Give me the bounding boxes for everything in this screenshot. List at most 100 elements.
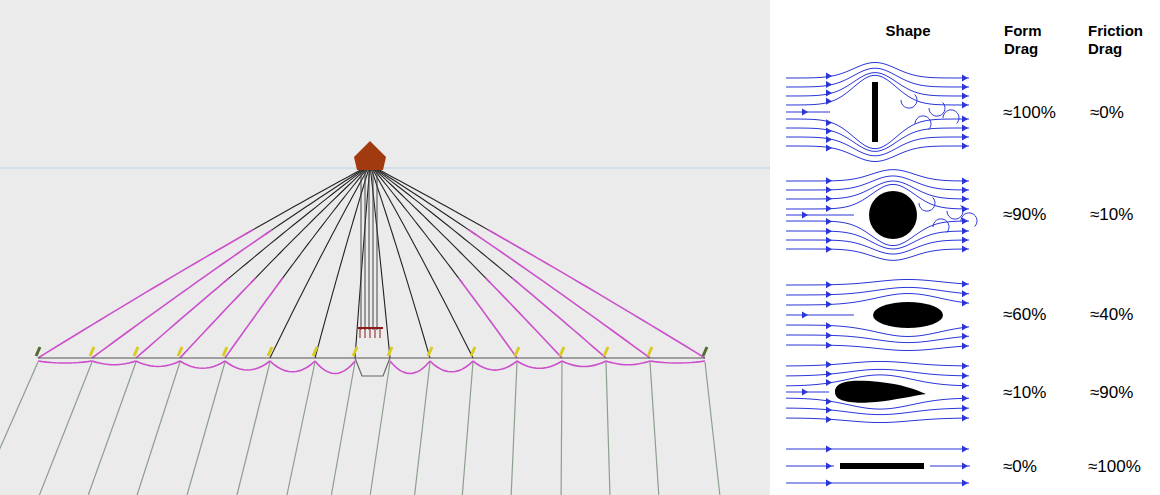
purse-line <box>355 165 370 358</box>
flow-arrowhead <box>826 322 832 329</box>
lead-line <box>606 362 610 495</box>
column-header: Form Drag <box>1004 22 1056 58</box>
lead-line <box>415 362 430 495</box>
flow-arrowhead <box>962 290 968 297</box>
float <box>223 347 227 356</box>
wake-eddy <box>947 205 963 219</box>
flow-arrowhead <box>826 228 832 235</box>
purse-line <box>370 165 490 283</box>
float <box>648 347 652 356</box>
purse-ring <box>370 328 371 338</box>
float <box>36 347 40 356</box>
streamline <box>786 361 969 365</box>
vessel <box>354 141 386 170</box>
float <box>353 347 357 356</box>
percentage-value: ≈10% <box>1090 205 1133 225</box>
flow-arrowhead <box>826 144 832 151</box>
purse-line-purple <box>488 230 705 358</box>
flow-arrowhead <box>826 90 832 97</box>
flow-arrowhead <box>826 186 832 193</box>
purse-line-purple <box>225 278 283 358</box>
flow-arrowhead <box>962 463 968 470</box>
streamline <box>786 215 854 216</box>
simulation-background <box>0 0 770 495</box>
net-model <box>0 141 720 495</box>
flow-arrowhead <box>826 195 832 202</box>
wake-eddy <box>915 116 931 130</box>
streamline <box>786 240 969 254</box>
column-header: Friction Drag <box>1088 22 1154 58</box>
flow-arrowhead <box>826 246 832 253</box>
lead-ring <box>562 361 606 367</box>
wake-eddy <box>919 197 935 211</box>
purse-line-purple <box>458 278 517 358</box>
flow-arrowhead <box>802 212 808 219</box>
purse-line-purple <box>468 230 650 358</box>
flow-arrowhead <box>962 101 968 108</box>
ellipse-shape <box>873 302 943 328</box>
float <box>515 347 519 356</box>
streamline <box>786 449 969 450</box>
purse-rope <box>365 168 366 330</box>
lead-line <box>331 362 355 495</box>
lead-ring <box>270 361 315 372</box>
column-header: Shape <box>878 22 938 40</box>
purse-line <box>315 165 370 358</box>
lead-line <box>0 362 38 495</box>
streamline <box>786 287 969 295</box>
flow-arrowhead <box>826 73 832 80</box>
purse-line <box>370 165 473 358</box>
flow-arrowhead <box>802 389 808 396</box>
purse-ring <box>365 328 366 338</box>
streamline <box>786 176 969 190</box>
flow-arrowhead <box>826 291 832 298</box>
percentage-value: ≈0% <box>1090 103 1124 123</box>
purse-rope <box>369 168 370 330</box>
flow-arrowhead <box>962 125 968 132</box>
wake-eddy <box>961 213 977 227</box>
lead-ring <box>650 361 705 363</box>
lead-line <box>137 362 180 495</box>
streamline <box>786 315 854 316</box>
flow-arrowhead <box>826 361 832 368</box>
flat-plate-normal <box>872 82 878 142</box>
lead-line <box>705 362 720 495</box>
water-surface <box>0 168 770 169</box>
lead-line <box>511 362 517 495</box>
flow-arrowhead <box>826 119 832 126</box>
purse-line <box>370 165 462 283</box>
lead-ring <box>180 361 225 368</box>
purse-line-purple <box>486 278 563 358</box>
lead-line <box>650 362 659 495</box>
flow-arrowhead <box>826 463 832 470</box>
flow-arrowhead <box>962 92 968 99</box>
flow-arrowhead <box>962 228 968 235</box>
float <box>90 347 94 356</box>
purse-rope <box>361 168 362 330</box>
float <box>178 347 182 356</box>
purse-line <box>370 165 475 234</box>
purse-line <box>370 165 496 234</box>
flow-arrowhead <box>962 372 968 379</box>
lead-line <box>39 362 92 495</box>
float-line <box>38 358 705 359</box>
flow-arrowhead <box>962 237 968 244</box>
percentage-value: ≈90% <box>1090 383 1133 403</box>
flow-arrowhead <box>826 218 832 225</box>
flow-arrowhead <box>826 136 832 143</box>
wake-eddy <box>929 102 945 116</box>
wake-eddy <box>901 94 917 108</box>
streamline <box>786 249 969 260</box>
float <box>388 347 392 356</box>
flow-arrowhead <box>962 186 968 193</box>
streamline <box>786 345 969 351</box>
flow-arrowhead <box>826 237 832 244</box>
percentage-value: ≈100% <box>1088 457 1141 477</box>
flow-arrowhead <box>962 342 968 349</box>
flow-arrowhead <box>826 301 832 308</box>
purse-line-purple <box>180 278 256 358</box>
lead-line <box>561 362 563 495</box>
float <box>471 347 475 356</box>
